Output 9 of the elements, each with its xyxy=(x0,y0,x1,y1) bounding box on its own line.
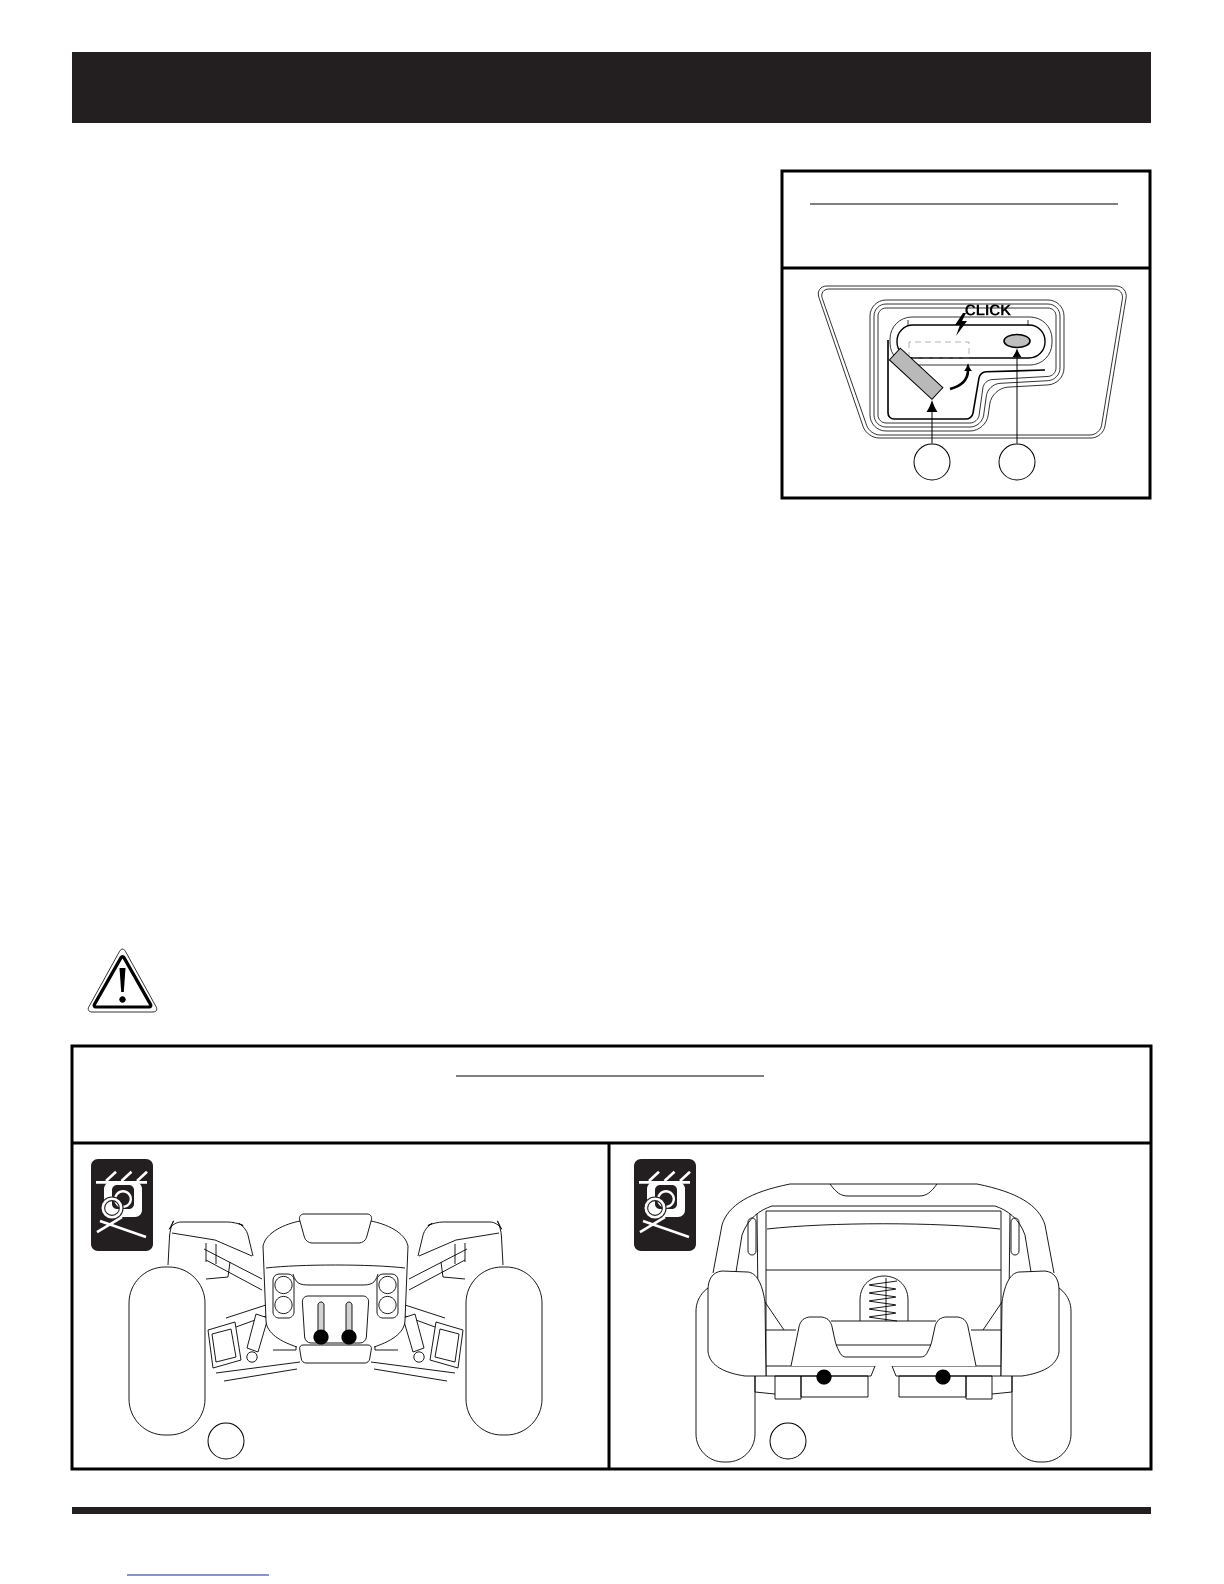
leader-line xyxy=(926,401,938,444)
callout-circle xyxy=(913,443,951,481)
callout-circle xyxy=(769,1422,807,1460)
leader-line xyxy=(1012,349,1022,444)
latch-lever xyxy=(888,347,944,400)
click-label: CLICK xyxy=(965,304,1012,316)
callout-circle xyxy=(207,1422,245,1460)
callout-circle xyxy=(998,443,1036,481)
release-button xyxy=(1003,333,1031,349)
